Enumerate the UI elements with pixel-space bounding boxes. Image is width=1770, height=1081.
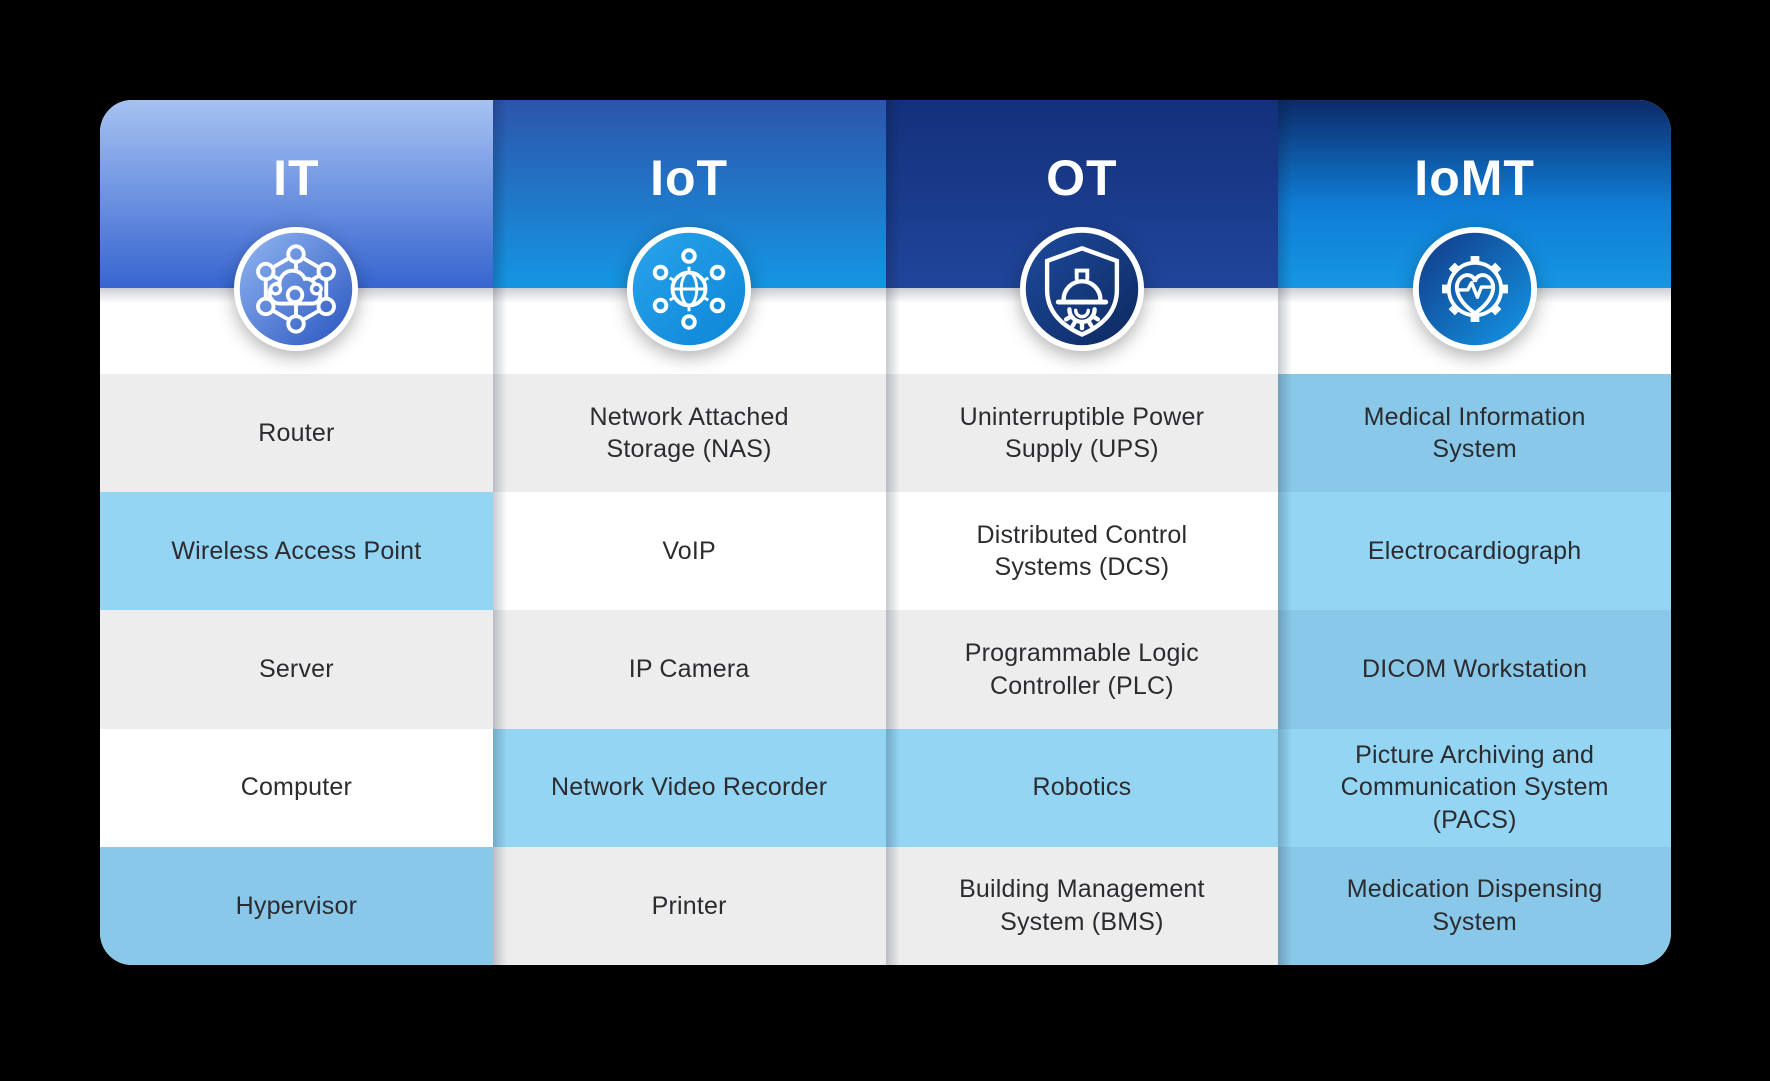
row-label: VoIP — [662, 537, 716, 566]
rows-ot: Uninterruptible Power Supply (UPS) Distr… — [885, 374, 1279, 965]
table-row: Medical Information System — [1278, 374, 1671, 493]
row-label: Programmable Logic Controller (PLC) — [964, 639, 1199, 700]
row-label: Server — [258, 655, 334, 684]
table-row: Printer — [492, 846, 886, 965]
row-label: Medical Information System — [1363, 402, 1586, 464]
table-row: Electrocardiograph — [1278, 492, 1671, 611]
row-label: Building Management System (BMS) — [959, 875, 1205, 936]
row-label: DICOM Workstation — [1362, 655, 1588, 684]
cloud-network-icon — [233, 226, 359, 352]
table-row: Network Video Recorder — [492, 728, 886, 847]
table-row: Wireless Access Point — [100, 492, 493, 611]
table-row: Network Attached Storage (NAS) — [492, 374, 886, 493]
row-label: Network Attached Storage (NAS) — [589, 402, 789, 464]
table-row: Robotics — [885, 728, 1279, 847]
row-label: Medication Dispensing System — [1346, 875, 1603, 936]
rows-iomt: Medical Information System Electrocardio… — [1278, 374, 1671, 965]
rows-it: Router Wireless Access Point Server Comp… — [100, 374, 493, 965]
table-row: Medication Dispensing System — [1278, 846, 1671, 965]
table-row: IP Camera — [492, 610, 886, 729]
table-row: Picture Archiving and Communication Syst… — [1278, 728, 1671, 847]
column-ot: OT — [885, 100, 1279, 965]
table-row: Hypervisor — [100, 846, 493, 965]
column-iot: IoT — [492, 100, 886, 965]
column-title-iot: IoT — [650, 150, 729, 206]
table-row: Router — [100, 374, 493, 493]
row-label: Network Video Recorder — [550, 773, 828, 802]
table-row: Distributed Control Systems (DCS) — [885, 492, 1279, 611]
row-label: Hypervisor — [235, 891, 358, 920]
table-row: Building Management System (BMS) — [885, 846, 1279, 965]
column-it: IT — [100, 100, 493, 965]
comparison-table: IT — [100, 100, 1671, 965]
row-label: Printer — [651, 891, 727, 920]
column-title-iomt: IoMT — [1414, 150, 1535, 206]
gear-heart-pulse-icon — [1412, 226, 1538, 352]
row-label: Distributed Control Systems (DCS) — [976, 520, 1188, 582]
shield-hardhat-gear-icon — [1019, 226, 1145, 352]
table-row: VoIP — [492, 492, 886, 611]
row-label: Uninterruptible Power Supply (UPS) — [959, 402, 1205, 464]
table-row: Computer — [100, 728, 493, 847]
table-row: Uninterruptible Power Supply (UPS) — [885, 374, 1279, 493]
row-label: Computer — [240, 773, 353, 802]
row-label: Robotics — [1032, 773, 1132, 802]
table-row: Programmable Logic Controller (PLC) — [885, 610, 1279, 729]
globe-network-icon — [626, 226, 752, 352]
row-label: Electrocardiograph — [1367, 537, 1582, 566]
column-title-it: IT — [273, 150, 320, 206]
row-label: IP Camera — [628, 655, 750, 684]
column-title-ot: OT — [1046, 150, 1118, 206]
rows-iot: Network Attached Storage (NAS) VoIP IP C… — [492, 374, 886, 965]
table-row: Server — [100, 610, 493, 729]
row-label: Picture Archiving and Communication Syst… — [1340, 740, 1609, 834]
row-label: Router — [258, 418, 335, 447]
row-label: Wireless Access Point — [171, 537, 422, 566]
column-iomt: IoMT — [1278, 100, 1671, 965]
table-row: DICOM Workstation — [1278, 610, 1671, 729]
